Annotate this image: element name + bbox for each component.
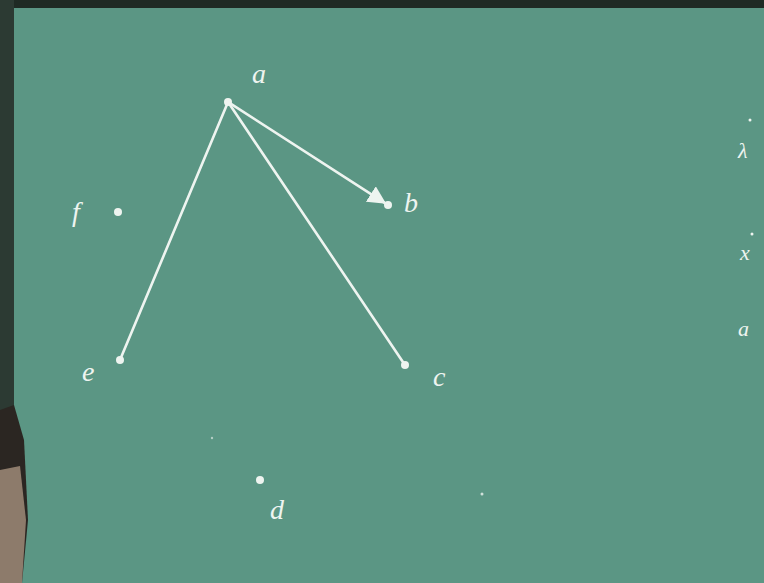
- chalk-dot: [749, 119, 752, 122]
- chalk-dot: [211, 437, 213, 439]
- point-label: f: [72, 198, 80, 226]
- point-dot: b: [384, 201, 392, 209]
- point-dot: e: [116, 356, 124, 364]
- person-shadow: [0, 466, 26, 583]
- chalk-dot: [481, 493, 484, 496]
- point-dot: f: [114, 208, 122, 216]
- point-dot: c: [401, 361, 409, 369]
- point-dot: d: [256, 476, 264, 484]
- point-label: a: [252, 60, 266, 88]
- chalk-line: [122, 106, 227, 357]
- point-dot: a: [224, 98, 232, 106]
- chalk-line: [231, 104, 384, 203]
- margin-symbol: x: [740, 242, 750, 264]
- person-shadow: [0, 405, 28, 583]
- point-label: e: [82, 358, 94, 386]
- margin-symbol: λ: [738, 140, 748, 162]
- margin-symbol: a: [738, 318, 749, 340]
- chalk-dot: [751, 233, 754, 236]
- point-label: d: [270, 496, 284, 524]
- point-label: b: [404, 189, 418, 217]
- chalk-line: [230, 105, 403, 361]
- point-label: c: [433, 363, 445, 391]
- board-frame: [0, 0, 764, 8]
